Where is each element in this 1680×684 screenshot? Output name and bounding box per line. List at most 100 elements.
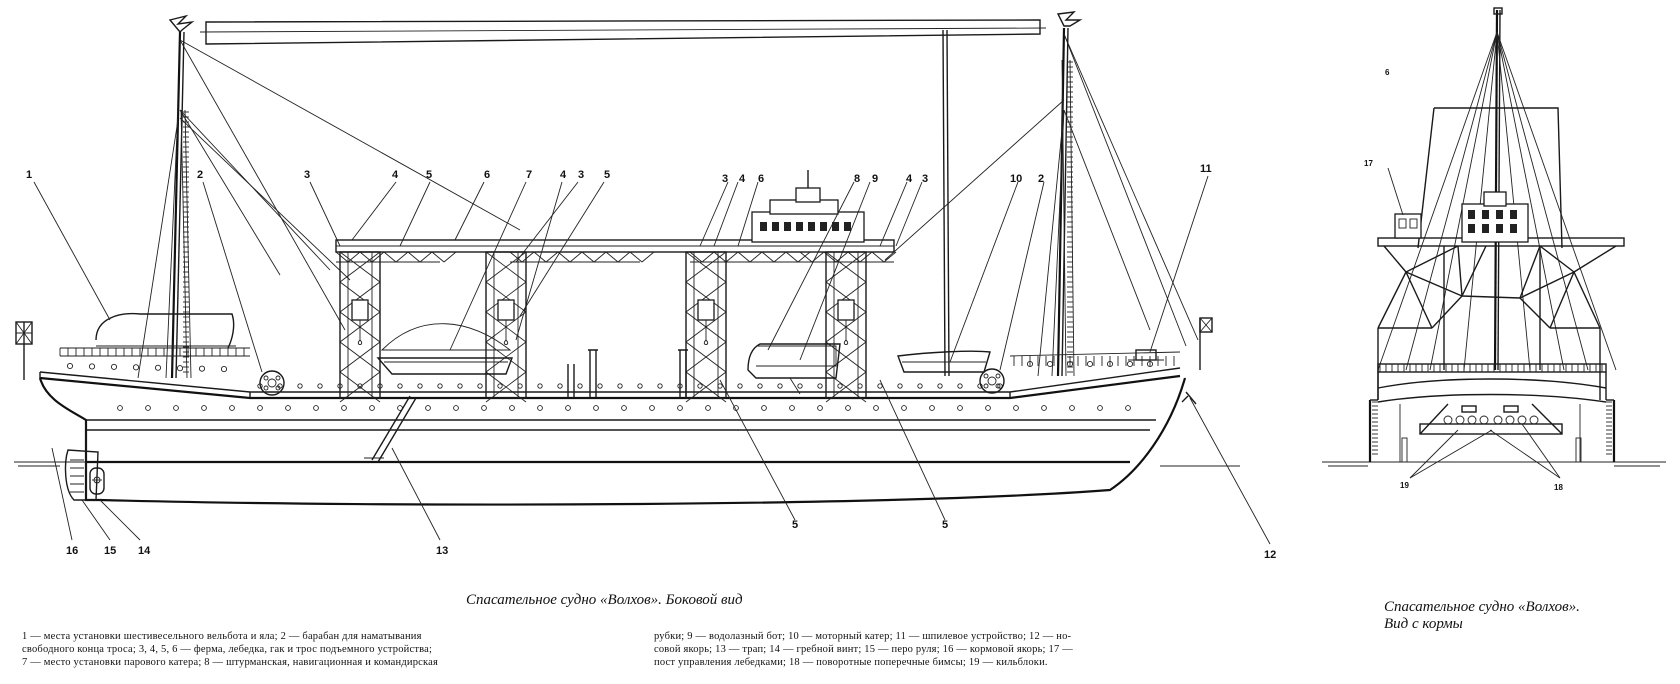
porthole bbox=[132, 364, 140, 371]
tower-brace bbox=[685, 341, 727, 373]
mast-ladder bbox=[1067, 61, 1073, 373]
truss-member bbox=[569, 251, 583, 263]
callout-4: 4 bbox=[392, 169, 399, 181]
rail-top bbox=[1009, 351, 1181, 357]
porthole bbox=[621, 405, 627, 411]
truss-member bbox=[509, 251, 523, 263]
cable-drum-aft bbox=[259, 370, 285, 396]
mast-aft bbox=[137, 14, 521, 379]
stern-callout-19: 19 bbox=[1400, 481, 1409, 490]
side-view: 1 2 3 4 5 6 7 4 3 5 3 4 6 8 9 4 3 10 2 1… bbox=[14, 11, 1276, 561]
callout-3: 3 bbox=[722, 173, 728, 185]
truss-member bbox=[359, 251, 373, 263]
side-view-caption: Спасательное судно «Волхов». Боковой вид bbox=[466, 592, 743, 608]
tower-brace bbox=[485, 281, 527, 313]
callout-16: 16 bbox=[66, 545, 78, 557]
truss-member bbox=[883, 251, 897, 263]
hook bbox=[503, 320, 509, 345]
porthole bbox=[637, 383, 643, 389]
callout-1: 1 bbox=[26, 169, 32, 181]
callout-5: 5 bbox=[942, 519, 948, 531]
porthole bbox=[88, 363, 96, 370]
truss-member bbox=[871, 251, 885, 263]
porthole bbox=[677, 405, 683, 411]
porthole bbox=[649, 405, 655, 411]
porthole bbox=[198, 365, 206, 372]
truss-member bbox=[701, 251, 715, 263]
window bbox=[1468, 224, 1475, 233]
legend-line: 7 — место установки парового катера; 8 —… bbox=[22, 657, 439, 668]
navigation-bridge bbox=[751, 170, 865, 243]
truss-member bbox=[557, 251, 571, 263]
porthole bbox=[1069, 405, 1075, 411]
porthole bbox=[341, 405, 347, 411]
porthole bbox=[537, 405, 543, 411]
callout-11: 11 bbox=[1200, 163, 1212, 175]
porthole bbox=[285, 405, 291, 411]
porthole bbox=[817, 383, 823, 389]
truss-tower bbox=[685, 251, 727, 399]
tower-brace bbox=[339, 341, 381, 373]
window bbox=[784, 222, 791, 231]
porthole bbox=[757, 383, 763, 389]
truss-member bbox=[629, 251, 643, 263]
porthole bbox=[817, 405, 823, 411]
porthole bbox=[697, 383, 703, 389]
window bbox=[796, 222, 803, 231]
porthole bbox=[1086, 360, 1094, 368]
porthole bbox=[957, 383, 963, 389]
window bbox=[844, 222, 851, 231]
porthole bbox=[857, 383, 863, 389]
keel-blocks bbox=[1443, 405, 1539, 425]
callout-6: 6 bbox=[484, 169, 490, 181]
porthole bbox=[497, 383, 503, 389]
motor-boat bbox=[897, 350, 991, 373]
tower-brace bbox=[825, 281, 867, 313]
hook bbox=[703, 320, 709, 345]
porthole bbox=[761, 405, 767, 411]
legend-column-1: 1 — места установки шестивесельного вель… bbox=[22, 630, 438, 669]
porthole bbox=[597, 383, 603, 389]
window bbox=[1482, 224, 1489, 233]
callout-15: 15 bbox=[104, 545, 116, 557]
porthole bbox=[777, 383, 783, 389]
truss-towers bbox=[339, 251, 867, 403]
truss-tower bbox=[485, 251, 527, 399]
porthole bbox=[901, 405, 907, 411]
callout-5: 5 bbox=[604, 169, 610, 181]
callout-5: 5 bbox=[426, 169, 432, 181]
tower-brace bbox=[339, 281, 381, 313]
tower-brace bbox=[825, 341, 867, 373]
legend-line: пост управления лебедками; 18 — поворотн… bbox=[654, 657, 1048, 668]
bridge-windows bbox=[760, 222, 851, 231]
porthole bbox=[873, 405, 879, 411]
porthole bbox=[481, 405, 487, 411]
capstan bbox=[1128, 349, 1164, 361]
truss-member bbox=[419, 251, 433, 263]
tower-brace bbox=[685, 371, 727, 403]
porthole bbox=[369, 405, 375, 411]
truss-bracing bbox=[335, 251, 897, 263]
window bbox=[1496, 210, 1503, 219]
tower-brace bbox=[485, 371, 527, 403]
tower-brace bbox=[685, 251, 727, 283]
callout-2: 2 bbox=[197, 169, 203, 181]
callout-12: 12 bbox=[1264, 549, 1276, 561]
callout-3: 3 bbox=[304, 169, 310, 181]
truss-member bbox=[605, 251, 619, 263]
porthole bbox=[110, 363, 118, 370]
callout-7: 7 bbox=[526, 169, 532, 181]
truss-member bbox=[797, 251, 811, 263]
legend-line: рубки; 9 — водолазный бот; 10 — моторный… bbox=[654, 631, 1072, 642]
callout-4: 4 bbox=[906, 173, 913, 185]
window bbox=[1510, 224, 1517, 233]
tower-brace bbox=[685, 281, 727, 313]
truss-member bbox=[335, 251, 349, 263]
bow-anchor bbox=[1181, 391, 1197, 405]
truss-member bbox=[593, 251, 607, 263]
callout-2: 2 bbox=[1038, 173, 1044, 185]
porthole bbox=[917, 383, 923, 389]
stern-callout-17: 17 bbox=[1364, 159, 1373, 168]
porthole bbox=[1046, 360, 1054, 368]
callout-13: 13 bbox=[436, 545, 448, 557]
